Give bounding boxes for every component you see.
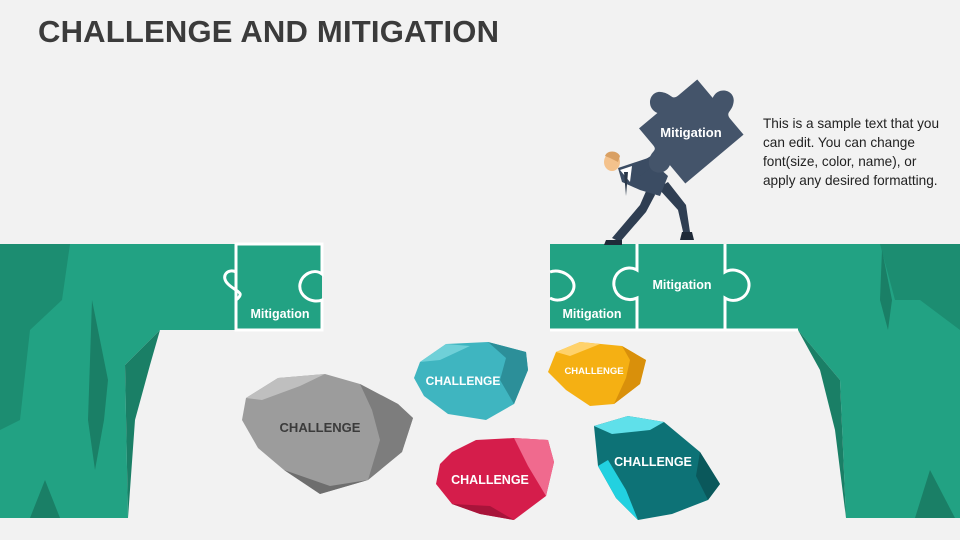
gray-challenge-label: CHALLENGE — [280, 420, 361, 435]
yellow-challenge-rock — [548, 342, 646, 406]
right-mitigation-label-2: Mitigation — [652, 278, 711, 292]
carried-mitigation-label: Mitigation — [660, 125, 721, 140]
right-mitigation-pieces — [549, 244, 798, 332]
right-mitigation-label-1: Mitigation — [562, 307, 621, 321]
page-title: CHALLENGE AND MITIGATION — [38, 14, 500, 49]
teal-challenge-label: CHALLENGE — [614, 455, 692, 469]
right-cliff — [550, 244, 960, 518]
cyan-challenge-rock — [414, 342, 528, 420]
yellow-challenge-label: CHALLENGE — [564, 366, 623, 377]
red-challenge-label: CHALLENGE — [451, 473, 529, 487]
carried-mitigation-piece — [639, 79, 744, 184]
teal-challenge-rock — [594, 416, 720, 520]
cyan-challenge-label: CHALLENGE — [426, 374, 501, 388]
sample-text: This is a sample text that you can edit.… — [763, 116, 940, 188]
red-challenge-rock — [436, 438, 554, 520]
left-mitigation-piece — [223, 242, 324, 332]
gray-challenge-rock — [242, 374, 413, 494]
left-mitigation-label: Mitigation — [250, 307, 309, 321]
